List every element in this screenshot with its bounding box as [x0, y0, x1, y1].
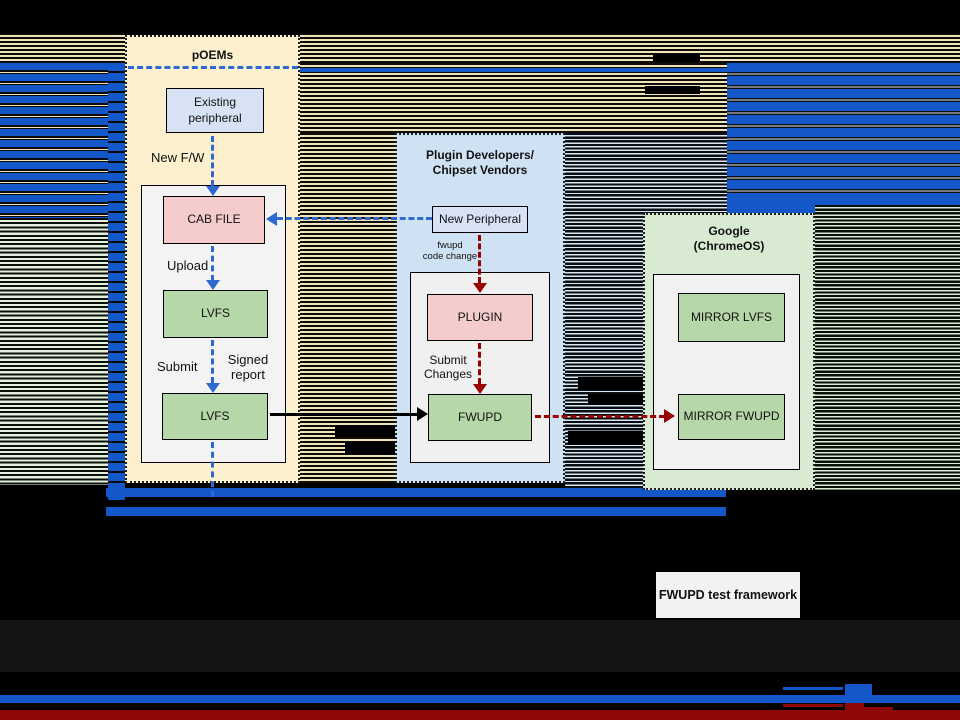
glitch-blob	[335, 425, 395, 437]
existing-peripheral-label-line1: Existing	[193, 94, 237, 109]
glitch-blue-bar-2	[106, 507, 726, 516]
poems-title: pOEMs	[191, 48, 234, 62]
glitch-blue-square	[845, 684, 872, 703]
glitch-blob	[345, 442, 395, 455]
google-title: Google (ChromeOS)	[643, 224, 815, 254]
arrowhead-fwupd-to-mirror	[664, 409, 675, 423]
fwupd-test-framework-label: FWUPD test framework	[658, 587, 798, 602]
google-title-line2: (ChromeOS)	[693, 239, 765, 253]
arrow-lvfs-to-lvfs	[211, 340, 214, 383]
mirror-fwupd-box: MIRROR FWUPD	[678, 394, 785, 440]
fwupd-code-change-line1: fwupd	[437, 240, 463, 251]
lvfs-submit-label: LVFS	[200, 408, 230, 423]
glitch-blob	[588, 394, 643, 405]
mirror-lvfs-box: MIRROR LVFS	[678, 293, 785, 342]
glitch-blob	[645, 86, 700, 94]
cab-file-label: CAB FILE	[187, 212, 241, 227]
arrow-cab-to-lvfs	[211, 246, 214, 281]
glitch-blob	[653, 54, 700, 62]
arrow-lvfs-to-fwupd	[270, 413, 418, 416]
signed-report-label: Signed report	[220, 352, 276, 383]
glitch-red-bar-bottom	[0, 710, 960, 720]
glitch-stripe-tan-column	[300, 133, 395, 483]
plugin-devs-title-line1: Plugin Developers/	[425, 148, 535, 162]
lvfs-upload-box: LVFS	[163, 290, 268, 338]
poems-top-dashed-line	[128, 66, 298, 69]
google-title-line1: Google	[708, 224, 750, 238]
submit-label: Submit	[157, 359, 198, 374]
arrow-plugin-to-fwupd	[478, 343, 481, 384]
new-peripheral-box: New Peripheral	[432, 206, 528, 233]
glitch-stripe-green-right	[815, 205, 960, 490]
lvfs-upload-label: LVFS	[200, 306, 231, 321]
glitch-stripe-lightblue-b	[643, 133, 727, 213]
fwupd-box: FWUPD	[428, 394, 532, 441]
glitch-stripe-green-left	[0, 218, 108, 485]
mirror-lvfs-label: MIRROR LVFS	[690, 309, 773, 324]
glitch-stripe-tan-left-top	[0, 33, 125, 63]
arrowhead-existing-to-cab	[206, 186, 220, 196]
submit-changes-line2: Changes	[423, 366, 473, 381]
signed-report-line2: report	[231, 366, 265, 382]
glitch-red-square	[845, 703, 864, 718]
upload-label: Upload	[167, 258, 209, 273]
arrow-newperipheral-to-cab	[277, 217, 432, 220]
glitch-stripe-blue-left	[0, 63, 108, 218]
cab-file-box: CAB FILE	[163, 196, 265, 244]
existing-peripheral-box: Existing peripheral	[166, 88, 264, 133]
glitch-blue-bar-bottom	[0, 695, 960, 703]
glitch-stripe-tan-mid	[300, 63, 727, 133]
new-peripheral-label: New Peripheral	[438, 211, 522, 226]
fwupd-test-framework-box: FWUPD test framework	[656, 572, 800, 618]
arrow-existing-to-cab	[211, 136, 214, 186]
plugin-devs-title-line2: Chipset Vendors	[432, 163, 528, 177]
plugin-devs-title: Plugin Developers/ Chipset Vendors	[395, 148, 565, 178]
glitch-dark-band	[0, 620, 960, 672]
arrow-lvfs-down-exit	[211, 442, 214, 497]
plugin-label: PLUGIN	[457, 309, 503, 324]
arrowhead-newperipheral-to-cab	[266, 212, 277, 226]
glitch-blob	[578, 377, 643, 390]
glitch-blob	[568, 431, 643, 445]
arrowhead-lvfs-to-lvfs	[206, 383, 220, 393]
submit-changes-label: Submit Changes	[417, 353, 479, 382]
existing-peripheral-label-line2: peripheral	[188, 110, 242, 125]
glitch-blue-bar-1	[106, 488, 726, 497]
signed-report-line1: Signed	[227, 352, 269, 367]
new-fw-label: New F/W	[151, 150, 205, 165]
mirror-fwupd-label: MIRROR FWUPD	[683, 409, 780, 424]
fwupd-code-change-line2: code change	[422, 250, 478, 262]
glitch-stripe-lightblue-a	[565, 133, 643, 490]
fwupd-code-change-label: fwupd code change	[408, 240, 492, 263]
arrow-fwupd-to-mirror	[535, 415, 665, 418]
glitch-red-line-small	[783, 704, 843, 707]
submit-changes-line1: Submit	[429, 353, 467, 367]
arrow-newperipheral-to-plugin	[478, 235, 481, 283]
glitch-blue-line-top	[300, 68, 727, 72]
glitch-red-tail	[863, 707, 893, 711]
plugin-box: PLUGIN	[427, 294, 533, 341]
glitch-blue-line-small	[783, 687, 843, 690]
fwupd-label: FWUPD	[458, 409, 502, 424]
arrowhead-newperipheral-to-plugin	[473, 283, 487, 293]
lvfs-submit-box: LVFS	[162, 393, 268, 440]
glitch-stripe-tan-top	[300, 33, 960, 63]
arrowhead-cab-to-lvfs	[206, 280, 220, 290]
arrowhead-lvfs-to-fwupd	[417, 407, 428, 421]
glitch-blue-bars-right	[727, 63, 960, 198]
arrowhead-plugin-to-fwupd	[473, 384, 487, 394]
glitch-blue-column	[108, 63, 125, 500]
